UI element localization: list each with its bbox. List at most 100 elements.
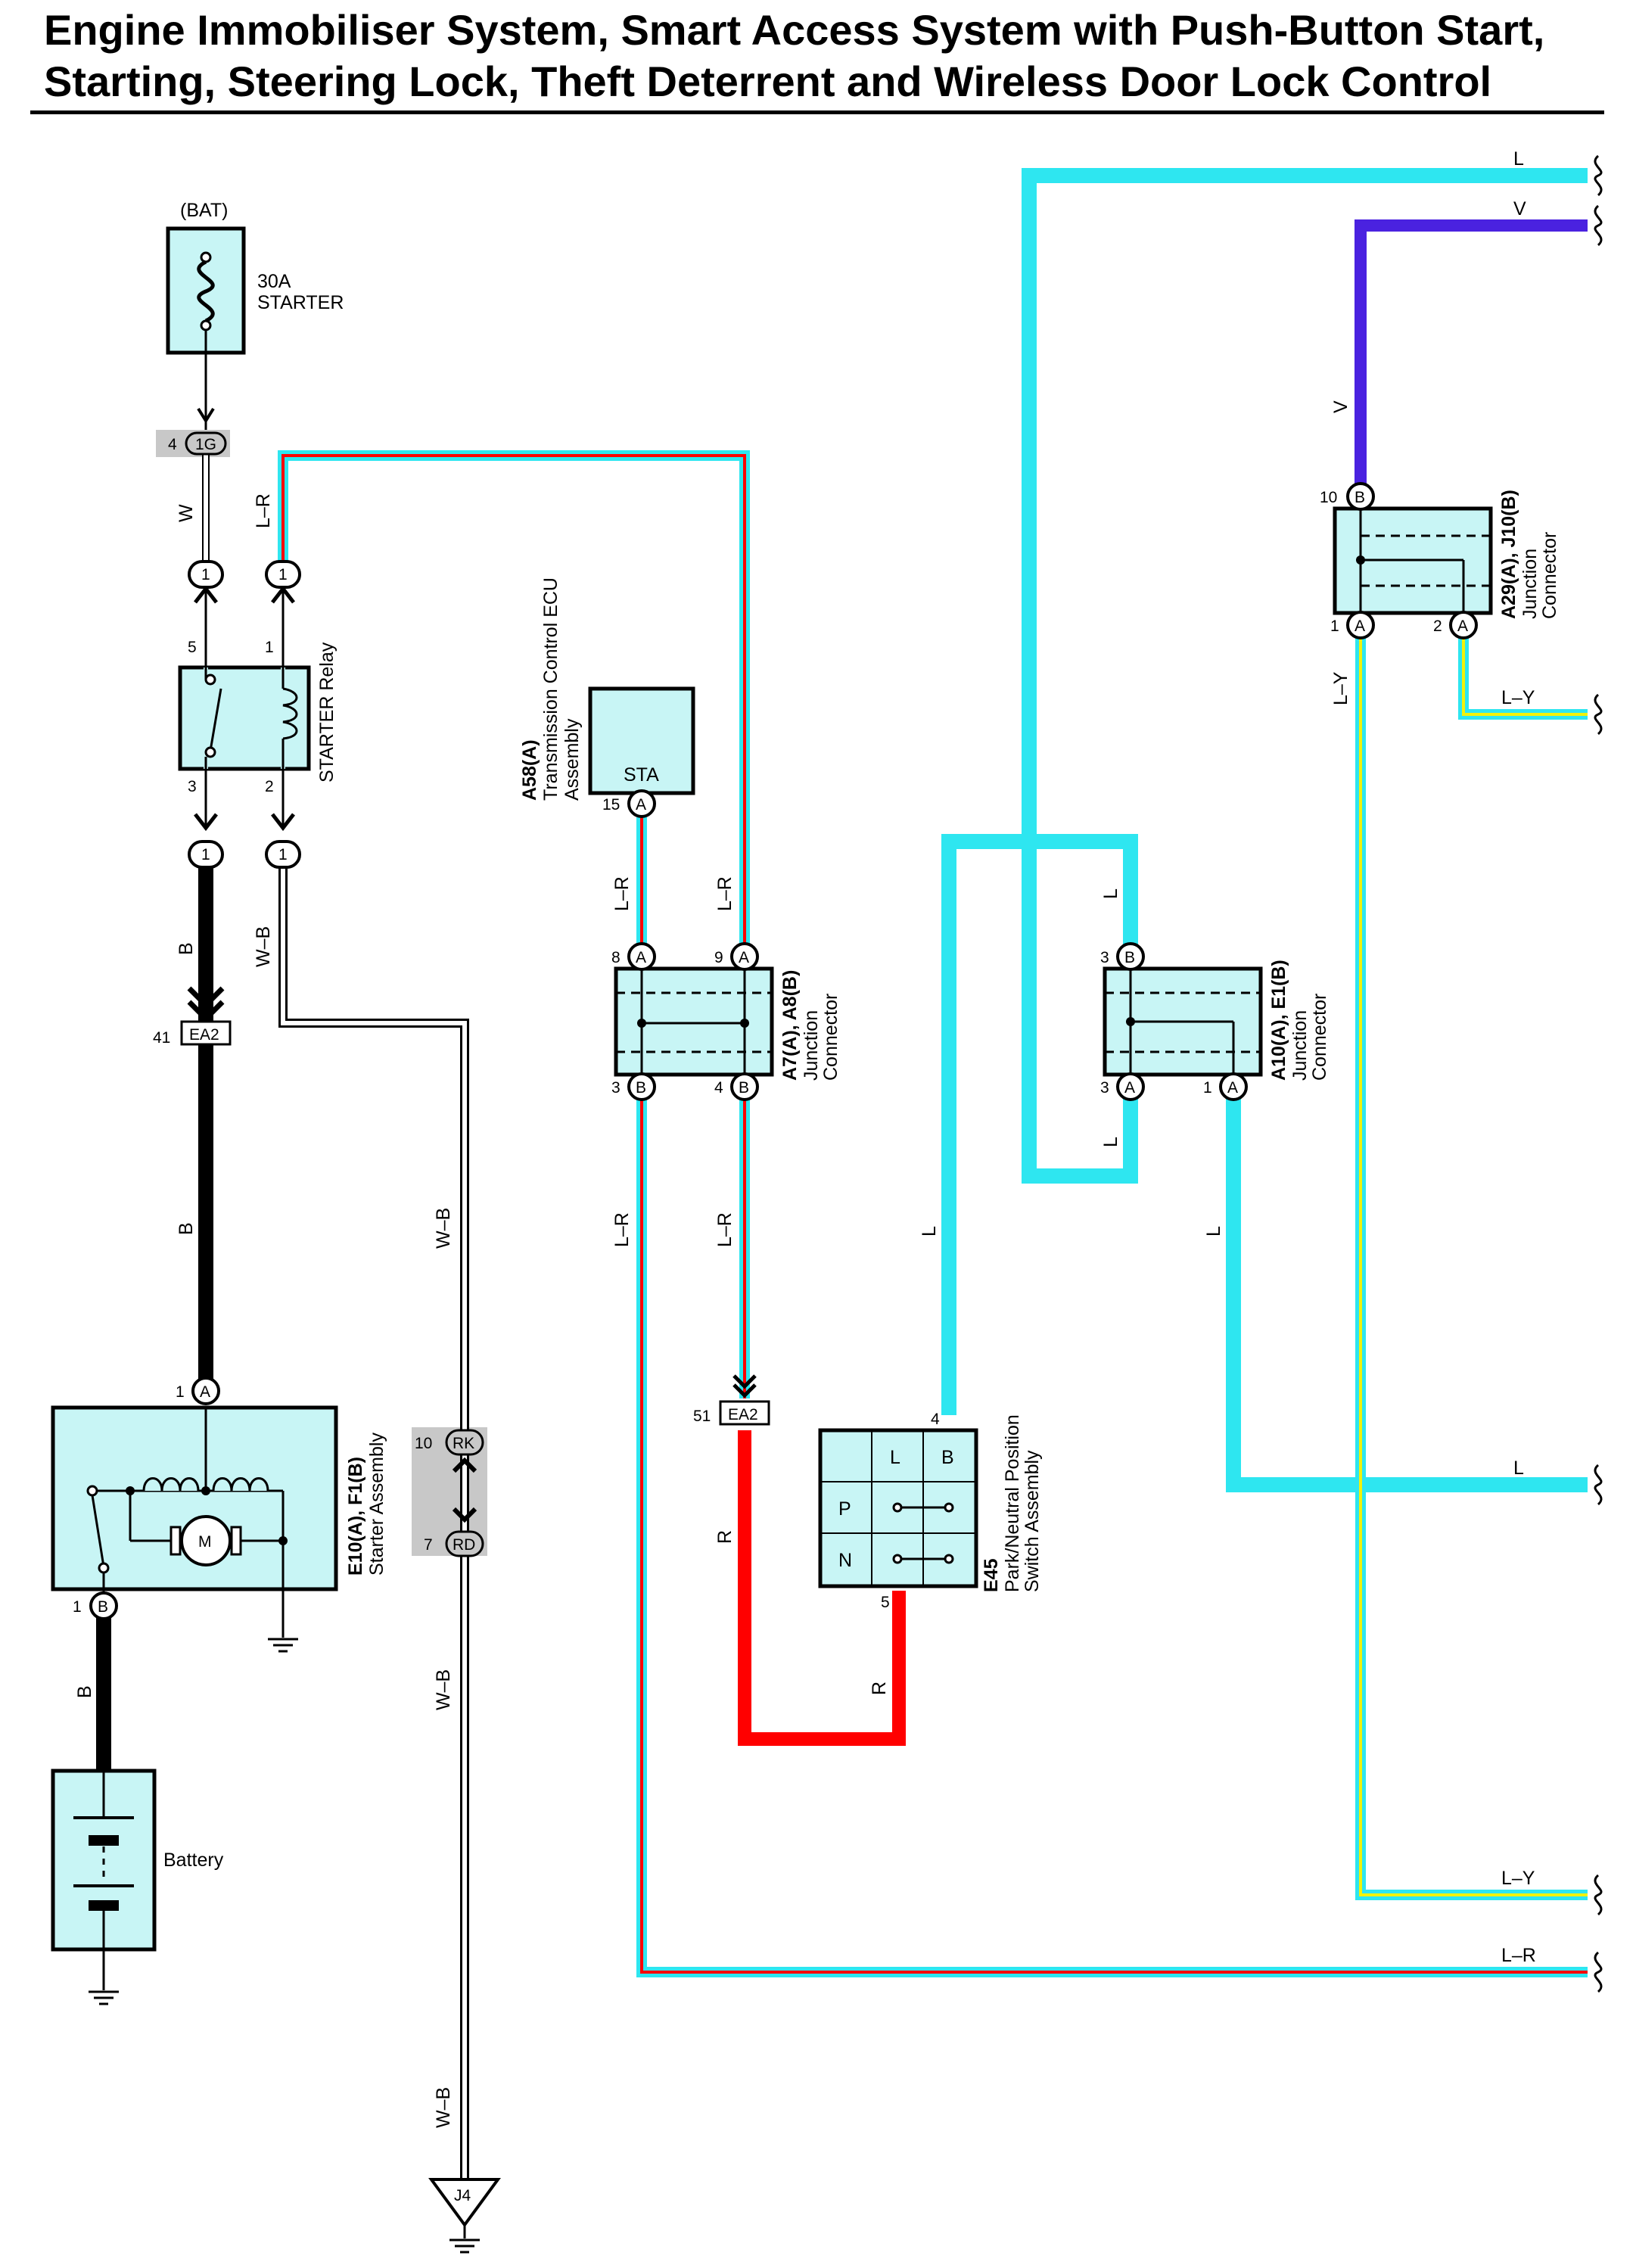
tcm-name-1: Transmission Control ECU [540, 577, 561, 801]
wire-label-l-r-relay: L–R [253, 493, 274, 528]
starter-pin-b [89, 1591, 118, 1620]
ea2-mid-pin: 51 [693, 1408, 711, 1425]
wire-label-l-r-jc1-top: L–R [714, 876, 736, 911]
pnp-col-l: L [890, 1447, 900, 1468]
junction-j4-id: J4 [454, 2187, 471, 2204]
relay-pin-3: 3 [188, 778, 197, 795]
wire-label-r-1: R [714, 1530, 736, 1544]
tcm-ecu-box [588, 686, 695, 795]
starter-pin-a-number: 1 [176, 1383, 185, 1401]
ea2-mid-arrow [732, 1374, 757, 1389]
jc2-pin-3-top-circle [1116, 942, 1145, 971]
wire-l-jc2-to-right [1226, 1090, 1588, 1492]
jc3-pin-1-letter: A [1355, 618, 1365, 635]
starter-pin-b-number: 1 [73, 1598, 82, 1616]
tcm-name-2: Assembly [561, 718, 583, 801]
fuse-rating: 30A [257, 271, 291, 292]
edge-label-v: V [1513, 198, 1526, 219]
wire-l-jc2-to-pnp [941, 834, 1138, 1415]
jc3-pin-2-letter: A [1457, 618, 1468, 635]
connector-ea2-mid [719, 1400, 770, 1426]
starter-assembly [51, 1405, 338, 1638]
tcm-terminal: STA [624, 764, 659, 786]
relay-plug-w-pin: 1 [201, 566, 210, 583]
wire-label-v-vertical: V [1330, 400, 1351, 413]
title-line-1: Engine Immobiliser System, Smart Access … [44, 6, 1545, 54]
wire-label-l-jc2-top: L [1100, 888, 1121, 899]
jc1-pin-3-letter: B [636, 1079, 646, 1097]
wire-label-r-2: R [869, 1682, 890, 1695]
wire-label-l-y-vertical: L–Y [1330, 671, 1351, 705]
battery-name: Battery [163, 1850, 224, 1871]
jc2-name-1: Junction [1289, 1010, 1311, 1081]
jc3-pin-10: 10 [1320, 489, 1337, 506]
junction-j4 [428, 2178, 501, 2228]
wire-r-ea2-to-pnp [738, 1430, 906, 1746]
fuse-name: STARTER [257, 292, 344, 313]
jc1-pin-3-circle [627, 1072, 656, 1101]
wire-label-l-r-jc1-right: L–R [714, 1212, 736, 1247]
pnp-row-n: N [838, 1550, 852, 1571]
wire-break-l-y-upper [1594, 693, 1603, 736]
jc2-code: A10(A), E1(B) [1268, 960, 1289, 1081]
wire-label-w-b-1: W–B [253, 926, 274, 967]
jc3-pin-1: 1 [1330, 618, 1339, 635]
junction-connector-jc3 [1333, 506, 1493, 615]
wire-label-l-jc2-bottom: L [1100, 1137, 1121, 1147]
pnp-pin-4: 4 [931, 1411, 940, 1428]
relay-plug-l-r-pin: 1 [278, 566, 288, 583]
diagram-title: Engine Immobiliser System, Smart Access … [44, 5, 1603, 107]
starter-ground-icon [266, 1638, 300, 1653]
starter-pin-a-letter: A [200, 1383, 210, 1401]
junction-connector-jc2 [1103, 966, 1263, 1077]
jc1-pin-8-letter: A [636, 949, 646, 966]
jc3-name-2: Connector [1539, 532, 1560, 619]
starter-name: Starter Assembly [366, 1433, 387, 1576]
jc2-pin-3-bottom-letter: A [1124, 1079, 1135, 1097]
connector-rk-rd-arrows [452, 1457, 477, 1473]
relay-plug-b-pin: 1 [201, 846, 210, 863]
wire-break-l-lower [1594, 1464, 1603, 1506]
connector-ea2-top [180, 1020, 232, 1046]
tcm-pin-letter: A [636, 796, 646, 814]
connector-1g-pin: 4 [168, 436, 177, 453]
connector-1g [185, 431, 227, 456]
jc1-code: A7(A), A8(B) [779, 970, 801, 1081]
wire-label-w-b-2: W–B [433, 1208, 454, 1249]
edge-label-l-top: L [1513, 148, 1524, 170]
edge-label-l-y-lower: L–Y [1501, 1868, 1535, 1889]
wire-break-l-r [1594, 1951, 1603, 1993]
jc2-pin-3-top: 3 [1100, 949, 1109, 966]
pnp-name-2: Switch Assembly [1022, 1450, 1043, 1592]
pnp-pin-5: 5 [881, 1594, 890, 1611]
pnp-code: E45 [981, 1558, 1002, 1592]
connector-rd-pin: 7 [424, 1536, 433, 1554]
jc1-pin-9-letter: A [739, 949, 749, 966]
title-rule [30, 110, 1604, 114]
jc2-pin-1-letter: A [1227, 1079, 1238, 1097]
starter-relay [178, 589, 311, 828]
wire-label-l-r-jc1-left: L–R [611, 1212, 633, 1247]
fuse-starter-30a [166, 226, 246, 430]
tcm-code: A58(A) [519, 739, 540, 801]
starter-code: E10(A), F1(B) [345, 1457, 366, 1576]
jc3-pin-1-circle [1346, 611, 1375, 639]
jc2-pin-3-top-letter: B [1124, 949, 1135, 966]
wire-break-l-y-lower [1594, 1874, 1603, 1916]
jc1-pin-9: 9 [714, 949, 723, 966]
connector-1g-id: 1G [195, 436, 216, 453]
wire-label-l-r-tcm: L–R [611, 876, 633, 911]
jc1-pin-9-circle [730, 942, 759, 971]
jc2-pin-1-circle [1219, 1072, 1248, 1101]
edge-label-l-r: L–R [1501, 1945, 1536, 1966]
starter-motor-symbol: M [198, 1533, 212, 1551]
edge-label-l-lower: L [1513, 1458, 1524, 1479]
park-neutral-switch [818, 1428, 978, 1588]
wire-l-y-jc3-pin1 [1355, 628, 1588, 1900]
wire-l-main-loop [1022, 168, 1588, 1184]
jc1-pin-3: 3 [611, 1079, 620, 1097]
relay-pin-5: 5 [188, 639, 197, 656]
jc3-code: A29(A), J10(B) [1498, 490, 1519, 619]
wire-label-w-b-3: W–B [433, 1669, 454, 1710]
